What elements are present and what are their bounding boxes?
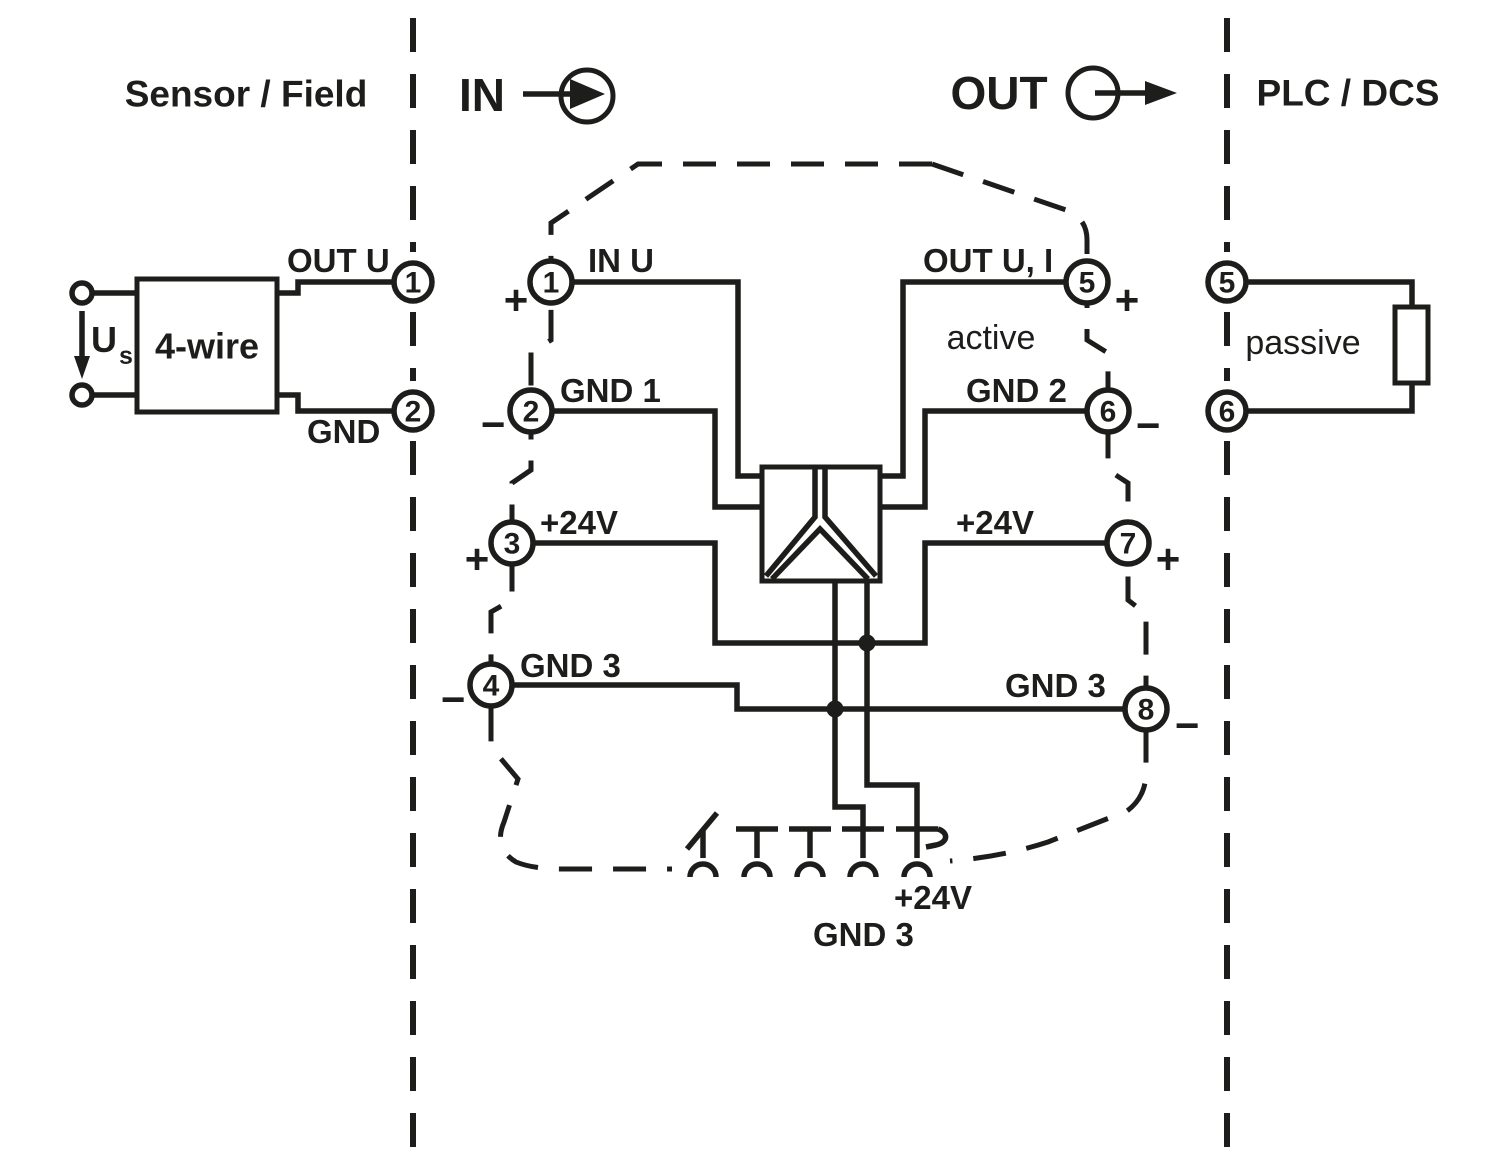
svg-text:2: 2	[405, 396, 422, 429]
sensor-section: U s 4-wire OUT U GND	[69, 242, 394, 450]
terminal-plc-5: 5	[1205, 260, 1249, 304]
active-label: active	[947, 319, 1036, 357]
bus-24v-drop-wire	[864, 581, 920, 829]
svg-text:5: 5	[1079, 267, 1096, 300]
plus24v-bus-label: +24V	[894, 879, 972, 916]
junction-dot-gnd3	[826, 700, 844, 718]
in-u-wire	[572, 279, 762, 479]
out-header: OUT	[950, 67, 1047, 119]
sensor-out-u-wire	[277, 279, 394, 296]
gnd3-in-label: GND 3	[520, 647, 621, 684]
gnd3-out-label: GND 3	[1005, 667, 1106, 704]
signal-labels: IN U GND 1 +24V GND 3 OUT U, I active GN…	[520, 242, 1361, 953]
four-wire-label: 4-wire	[155, 326, 259, 367]
plus-sign-terminal-3: +	[465, 536, 490, 583]
terminals: 1 2 1 2 3 4 5 6	[391, 258, 1249, 733]
terminal-module-4: 4	[467, 661, 515, 709]
svg-text:6: 6	[1100, 396, 1117, 429]
terminal-field-1: 1	[391, 260, 435, 304]
svg-text:2: 2	[523, 396, 540, 429]
in-u-label: IN U	[588, 242, 654, 279]
plus-sign-terminal-7: +	[1156, 536, 1181, 583]
sensor-out-u-label: OUT U	[287, 242, 390, 279]
terminal-module-8: 8	[1122, 685, 1170, 733]
supply-voltage-subscript: s	[119, 342, 133, 370]
svg-text:4: 4	[483, 670, 500, 703]
bus-contact-1	[684, 811, 720, 878]
terminal-plc-6: 6	[1205, 389, 1249, 433]
minus-sign-terminal-6: −	[1136, 402, 1161, 449]
module-wiring	[512, 279, 1125, 829]
plus-sign-terminal-1: +	[504, 277, 529, 324]
sensor-terminal-bottom	[69, 382, 95, 408]
sensor-gnd-label: GND	[307, 413, 380, 450]
terminal-module-3: 3	[488, 519, 536, 567]
svg-text:1: 1	[543, 267, 560, 300]
passive-label: passive	[1245, 324, 1360, 362]
svg-text:6: 6	[1219, 396, 1236, 429]
bus-contact-3	[789, 826, 831, 878]
supply-voltage-arrow-icon	[74, 311, 90, 379]
module-boundary-left	[488, 161, 932, 872]
four-wire-transducer-box	[134, 276, 280, 415]
terminal-module-1: 1	[527, 258, 575, 306]
load-resistor	[1392, 304, 1431, 386]
supply-voltage-label: U	[91, 319, 117, 360]
bus-gnd3-drop-wire	[832, 581, 866, 829]
minus-sign-terminal-2: −	[481, 401, 506, 448]
terminal-field-2: 2	[391, 389, 435, 433]
din-rail-bus-connectors	[684, 811, 949, 878]
svg-text:5: 5	[1219, 267, 1236, 300]
minus-sign-terminal-8: −	[1175, 702, 1200, 749]
plus24v-wire	[533, 540, 1107, 646]
plc-dcs-header: PLC / DCS	[1257, 73, 1440, 114]
polarity-signs: + − + − + − + −	[441, 277, 1200, 749]
isolation-amplifier-symbol	[759, 464, 883, 584]
bus-contact-4	[842, 826, 884, 878]
plus24v-out-label: +24V	[956, 504, 1034, 541]
gnd3-bus-label: GND 3	[813, 916, 914, 953]
bus-contact-5	[896, 826, 949, 878]
gnd3-wire	[512, 682, 1125, 712]
plus-sign-terminal-5: +	[1115, 277, 1140, 324]
gnd2-wire	[880, 408, 1087, 510]
gnd1-wire	[552, 408, 762, 510]
terminal-module-6: 6	[1084, 387, 1132, 435]
gnd2-label: GND 2	[966, 372, 1067, 409]
terminal-module-7: 7	[1104, 519, 1152, 567]
sensor-gnd-wire	[277, 392, 394, 414]
svg-text:1: 1	[405, 267, 422, 300]
out-ui-wire	[880, 279, 1066, 479]
junction-dot-24v	[858, 634, 876, 652]
sensor-field-header: Sensor / Field	[125, 74, 368, 115]
out-ui-label: OUT U, I	[923, 242, 1053, 279]
minus-sign-terminal-4: −	[441, 676, 466, 723]
module-boundary-right	[931, 161, 1149, 864]
plus24v-in-label: +24V	[540, 504, 618, 541]
out-flow-icon	[1065, 65, 1177, 121]
in-header: IN	[459, 69, 505, 121]
gnd1-label: GND 1	[560, 372, 661, 409]
bus-contact-2	[736, 826, 778, 878]
svg-text:7: 7	[1120, 528, 1137, 561]
svg-text:8: 8	[1138, 694, 1155, 727]
terminal-module-5: 5	[1063, 258, 1111, 306]
in-flow-icon	[523, 67, 616, 125]
svg-text:3: 3	[504, 528, 521, 561]
plc-load-loop	[1248, 279, 1431, 414]
terminal-module-2: 2	[507, 387, 555, 435]
sensor-terminal-top	[69, 280, 95, 306]
